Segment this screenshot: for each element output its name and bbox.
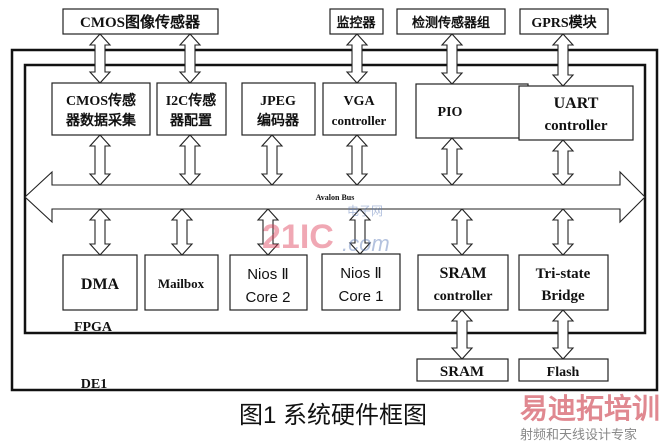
vga-controller-module: VGA controller: [322, 82, 397, 136]
svg-text:controller: controller: [434, 289, 493, 304]
svg-text:Core 1: Core 1: [338, 288, 383, 305]
svg-text:Flash: Flash: [547, 365, 580, 380]
uart-controller-module: UART controller: [518, 85, 634, 141]
nios2-core2-module: Nios Ⅱ Core 2: [229, 254, 308, 311]
double-arrow-connector: [440, 33, 464, 85]
double-arrow-connector: [88, 208, 112, 256]
double-arrow-connector: [178, 134, 202, 186]
sram-controller-module: SRAM controller: [417, 254, 509, 311]
svg-text:controller: controller: [332, 113, 387, 128]
svg-text:JPEG: JPEG: [260, 94, 296, 109]
detection-sensors-box: 检测传感器组: [396, 8, 506, 35]
svg-text:VGA: VGA: [343, 94, 375, 109]
double-arrow-connector: [345, 134, 369, 186]
figure-caption: 图1 系统硬件框图: [239, 402, 427, 429]
double-arrow-connector: [440, 137, 464, 186]
mailbox-module: Mailbox: [144, 254, 219, 311]
watermark-21ic: 21IC .com 电子网: [262, 204, 390, 256]
flash-chip-box: Flash: [518, 358, 609, 382]
monitor-box: 监控器: [329, 8, 384, 35]
svg-text:CMOS传感: CMOS传感: [66, 92, 136, 109]
svg-text:21IC: 21IC: [262, 218, 334, 256]
svg-text:UART: UART: [554, 95, 599, 112]
double-arrow-connector: [178, 33, 202, 84]
de1-label: DE1: [81, 377, 107, 392]
svg-text:Tri-state: Tri-state: [536, 266, 591, 282]
cmos-image-sensor-box: CMOS图像传感器: [62, 8, 219, 35]
double-arrow-connector: [450, 309, 474, 360]
svg-text:.com: .com: [342, 231, 390, 256]
double-arrow-connector: [345, 33, 369, 84]
fpga-label: FPGA: [74, 320, 113, 335]
svg-text:Nios Ⅱ: Nios Ⅱ: [340, 265, 382, 282]
double-arrow-connector: [551, 33, 575, 87]
de1-board-box: [10, 48, 659, 392]
double-arrow-connector: [260, 134, 284, 186]
svg-text:Bridge: Bridge: [541, 288, 585, 304]
gprs-module-box: GPRS模块: [519, 8, 609, 35]
double-arrow-connector: [450, 208, 474, 256]
svg-text:监控器: 监控器: [336, 15, 376, 30]
double-arrow-connector: [551, 208, 575, 256]
svg-text:GPRS模块: GPRS模块: [531, 14, 597, 31]
pio-module: PIO: [415, 83, 529, 139]
svg-text:I2C传感: I2C传感: [166, 92, 217, 109]
svg-text:SRAM: SRAM: [440, 364, 484, 380]
arrows-group: [88, 33, 575, 360]
dma-module: DMA: [62, 254, 138, 311]
nios2-core1-module: Nios Ⅱ Core 1: [321, 253, 401, 311]
avalon-bus-arrow: [24, 170, 646, 224]
double-arrow-connector: [551, 139, 575, 186]
svg-text:电子网: 电子网: [347, 204, 383, 218]
jpeg-encoder-module: JPEG 编码器: [241, 82, 316, 136]
sram-chip-box: SRAM: [416, 358, 509, 382]
double-arrow-connector: [170, 208, 194, 256]
svg-text:controller: controller: [544, 118, 607, 134]
double-arrow-connector: [88, 134, 112, 186]
svg-text:CMOS图像传感器: CMOS图像传感器: [80, 13, 201, 31]
svg-text:器数据采集: 器数据采集: [65, 112, 137, 129]
svg-text:检测传感器组: 检测传感器组: [412, 15, 490, 30]
svg-text:Mailbox: Mailbox: [158, 276, 205, 291]
watermark-brand-sub: 射频和天线设计专家: [520, 427, 637, 441]
double-arrow-connector: [88, 33, 112, 84]
svg-text:器配置: 器配置: [169, 112, 212, 129]
svg-text:编码器: 编码器: [257, 112, 300, 129]
watermark-brand: 易迪拓培训: [520, 392, 660, 425]
svg-text:PIO: PIO: [438, 105, 463, 120]
svg-text:SRAM: SRAM: [439, 265, 486, 282]
svg-text:Nios Ⅱ: Nios Ⅱ: [247, 266, 289, 283]
avalon-bus-label: Avalon Bus: [316, 193, 355, 202]
svg-text:Core 2: Core 2: [245, 289, 290, 306]
fpga-box: [23, 63, 647, 335]
svg-text:DMA: DMA: [81, 276, 120, 293]
double-arrow-connector: [551, 309, 575, 360]
